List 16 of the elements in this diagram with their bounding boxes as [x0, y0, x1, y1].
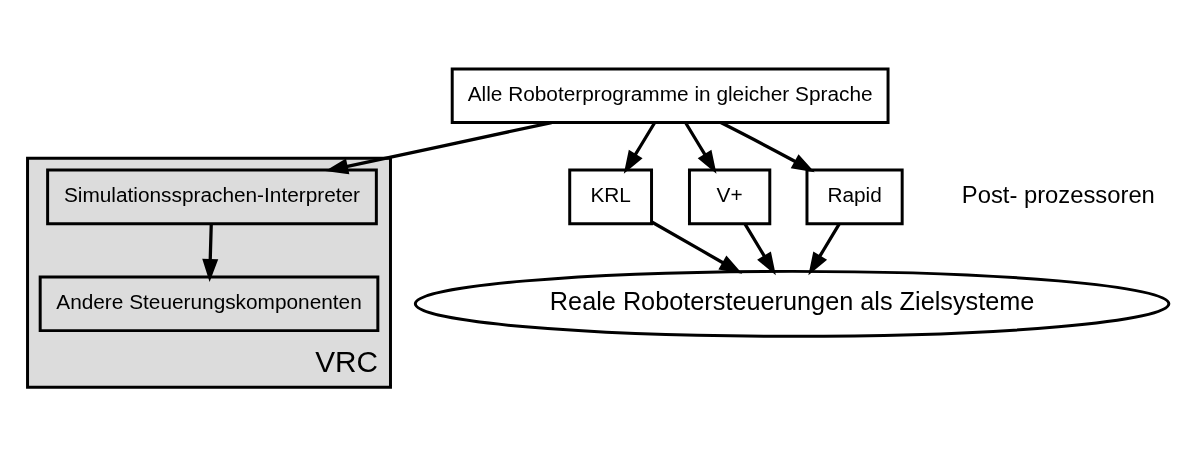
- arrow: [202, 224, 219, 282]
- arrow: [325, 121, 552, 175]
- arrow: [808, 223, 841, 276]
- node-box: V+: [688, 168, 772, 226]
- node-box: KRL: [568, 168, 654, 226]
- node-label: Post- prozessoren: [961, 180, 1155, 208]
- node-ellipse: Reale Robotersteuerungen als Zielsysteme: [413, 269, 1171, 338]
- node-box: Rapid: [805, 168, 904, 226]
- node-box: Alle Roboterprogramme in gleicher Sprache: [450, 67, 890, 124]
- arrow: [684, 122, 717, 174]
- arrow: [743, 223, 776, 276]
- arrow: [623, 122, 656, 174]
- node-box: Andere Steuerungskomponenten: [38, 275, 380, 333]
- arrow: [651, 220, 743, 274]
- arrow: [720, 121, 815, 173]
- node-box: Simulationssprachen-Interpreter: [46, 168, 378, 226]
